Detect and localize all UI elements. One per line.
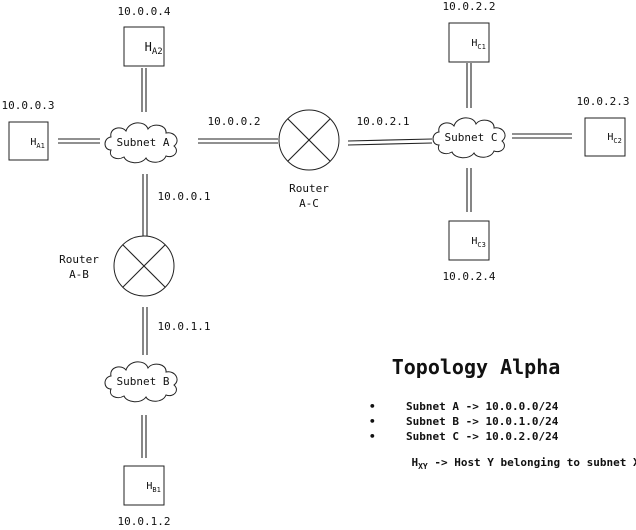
host-c3-subscript: C3 (477, 241, 485, 249)
router-ac (278, 109, 340, 171)
interface-ip-a-to-router-ab: 10.0.0.1 (158, 190, 211, 203)
legend-note-text: -> Host Y belonging to subnet X (428, 456, 636, 469)
host-c2-letter: H (607, 132, 613, 143)
host-b1-ip: 10.0.1.2 (118, 515, 171, 528)
legend-item-subnet-a: Subnet A -> 10.0.0.0/24 (406, 400, 559, 413)
router-ab-label-line2: A-B (69, 268, 89, 281)
legend-note-subscript: XY (418, 462, 428, 471)
host-b1-letter: H (146, 481, 152, 492)
host-c2-ip: 10.0.2.3 (577, 95, 630, 108)
svg-text:HA1: HA1 (0, 130, 93, 152)
interface-ip-a-to-router-ac: 10.0.0.2 (208, 115, 261, 128)
subnet-a-cloud: Subnet A (104, 122, 178, 164)
legend-bullet: • (369, 430, 376, 443)
host-a1: HA1 (0, 121, 93, 161)
host-a2: HA2 (77, 26, 211, 67)
svg-text:HB1: HB1 (79, 474, 209, 496)
link-hostA2-subnetA (141, 68, 147, 112)
link-subnetC-hostC2 (512, 133, 572, 139)
subnet-b-label: Subnet B (117, 375, 170, 388)
legend-item-subnet-c: Subnet C -> 10.0.2.0/24 (406, 430, 559, 443)
legend: • Subnet A -> 10.0.0.0/24 • Subnet B -> … (344, 400, 636, 471)
svg-text:HA2: HA2 (77, 36, 211, 58)
host-c1-letter: H (471, 38, 477, 49)
host-b1-subscript: B1 (152, 486, 160, 494)
host-a2-letter: H (145, 40, 152, 54)
router-ac-label-line1: Router (289, 182, 329, 195)
host-c2-subscript: C2 (613, 137, 621, 145)
legend-item-subnet-b: Subnet B -> 10.0.1.0/24 (406, 415, 559, 428)
svg-text:HC1: HC1 (404, 31, 534, 53)
host-a1-subscript: A1 (36, 142, 44, 150)
link-routerAC-subnetC (347, 138, 433, 146)
host-b1: HB1 (79, 465, 209, 506)
host-c3: HC3 (404, 220, 534, 261)
subnet-c-label: Subnet C (445, 131, 498, 144)
subnet-a-label: Subnet A (117, 136, 170, 149)
subnet-b-cloud: Subnet B (104, 361, 178, 403)
svg-text:HC3: HC3 (404, 229, 534, 251)
host-c3-ip: 10.0.2.4 (443, 270, 496, 283)
host-c1-ip: 10.0.2.2 (443, 0, 496, 13)
link-subnetC-hostC3 (466, 168, 472, 212)
host-c3-letter: H (471, 236, 477, 247)
link-subnetB-hostB1 (141, 415, 147, 458)
legend-note-letter: H (411, 456, 418, 469)
router-ab-label-line1: Router (59, 253, 99, 266)
link-hostA1-subnetA (58, 138, 100, 144)
svg-text:HC2: HC2 (540, 125, 636, 147)
router-ac-label-line2: A-C (299, 197, 319, 210)
link-routerAB-subnetB (142, 307, 148, 355)
host-c1: HC1 (404, 22, 534, 63)
host-a1-letter: H (30, 137, 36, 148)
legend-bullet: • (369, 415, 376, 428)
router-ab (113, 235, 175, 297)
host-c1-subscript: C1 (477, 43, 485, 51)
interface-ip-router-ab-to-b: 10.0.1.1 (158, 320, 211, 333)
subnet-c-cloud: Subnet C (432, 117, 506, 159)
link-subnetA-routerAC (198, 138, 278, 144)
link-subnetA-routerAB (142, 174, 148, 237)
host-c2: HC2 (540, 117, 636, 157)
host-a2-ip: 10.0.0.4 (118, 5, 171, 18)
legend-bullet: • (369, 400, 376, 413)
diagram-title: Topology Alpha (392, 355, 561, 379)
legend-host-notation: HXY -> Host Y belonging to subnet X (344, 451, 636, 471)
host-a2-subscript: A2 (152, 47, 163, 57)
link-hostC1-subnetC (466, 63, 472, 108)
interface-ip-router-ac-to-c: 10.0.2.1 (357, 115, 410, 128)
host-a1-ip: 10.0.0.3 (2, 99, 55, 112)
